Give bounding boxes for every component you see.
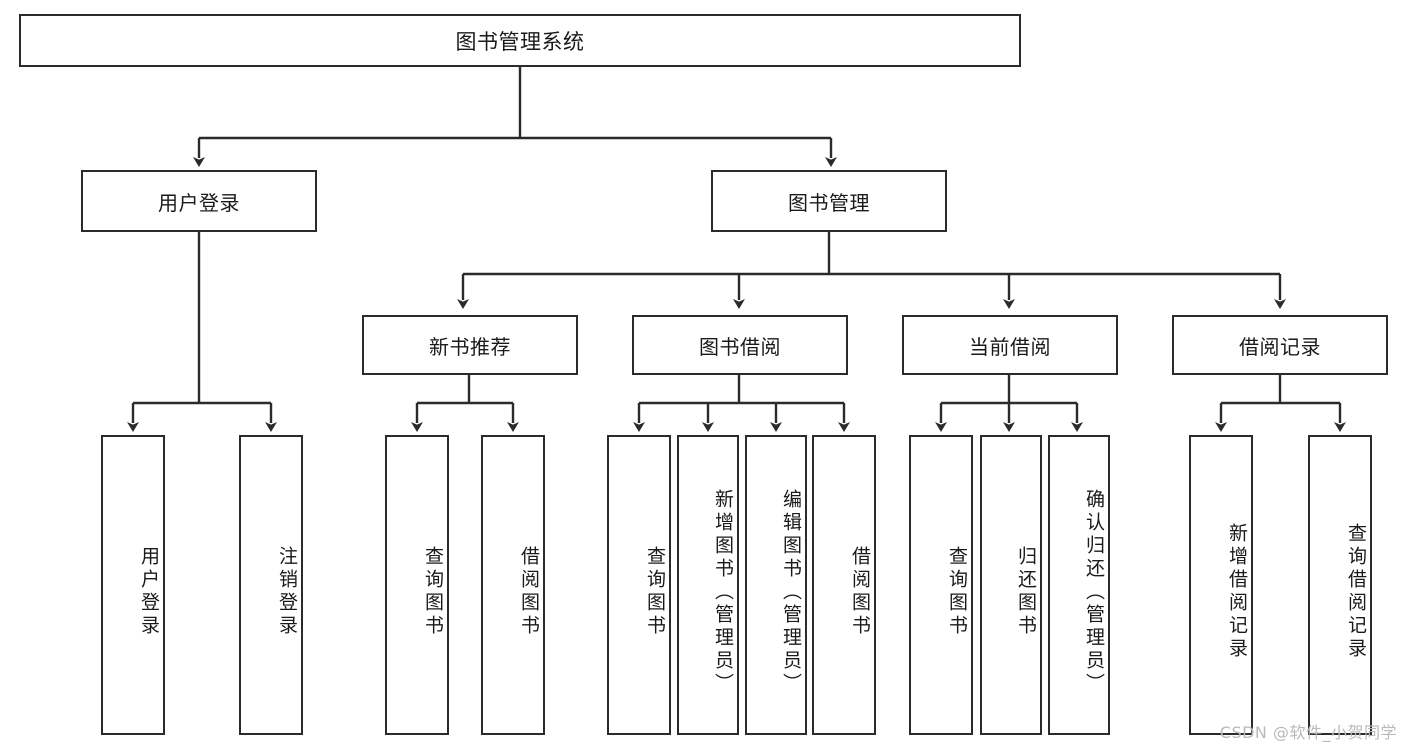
node-label: 图书管理系统 bbox=[455, 29, 585, 54]
leaf-recommend-borrow-book[interactable]: 借阅图书 bbox=[481, 435, 545, 735]
node-label: 新增借阅记录 bbox=[1226, 523, 1248, 661]
node-label: 归还图书 bbox=[1015, 546, 1037, 638]
node-label: 查询图书 bbox=[422, 546, 444, 638]
node-label: 新书推荐 bbox=[429, 334, 511, 359]
node-borrow-record[interactable]: 借阅记录 bbox=[1172, 315, 1388, 375]
node-label: 确认归还（管理员） bbox=[1083, 488, 1105, 696]
node-label: 用户登录 bbox=[138, 546, 160, 638]
leaf-record-add-record[interactable]: 新增借阅记录 bbox=[1189, 435, 1253, 735]
leaf-current-return-book[interactable]: 归还图书 bbox=[980, 435, 1042, 735]
node-user-login[interactable]: 用户登录 bbox=[81, 170, 317, 232]
node-current-borrow[interactable]: 当前借阅 bbox=[902, 315, 1118, 375]
node-label: 编辑图书（管理员） bbox=[780, 488, 802, 696]
leaf-borrow-query-book[interactable]: 查询图书 bbox=[607, 435, 671, 735]
leaf-record-query-record[interactable]: 查询借阅记录 bbox=[1308, 435, 1372, 735]
node-root-system[interactable]: 图书管理系统 bbox=[19, 14, 1021, 67]
node-label: 当前借阅 bbox=[969, 334, 1051, 359]
node-new-book-recommend[interactable]: 新书推荐 bbox=[362, 315, 578, 375]
node-label: 新增图书（管理员） bbox=[712, 488, 734, 696]
node-label: 借阅图书 bbox=[518, 546, 540, 638]
node-label: 查询图书 bbox=[946, 546, 968, 638]
watermark-text: CSDN @软件_小贺同学 bbox=[1219, 723, 1397, 742]
node-label: 图书管理 bbox=[788, 190, 870, 215]
leaf-user-login-login[interactable]: 用户登录 bbox=[101, 435, 165, 735]
node-label: 查询借阅记录 bbox=[1345, 523, 1367, 661]
node-label: 图书借阅 bbox=[699, 334, 781, 359]
node-book-borrow[interactable]: 图书借阅 bbox=[632, 315, 848, 375]
node-label: 借阅记录 bbox=[1239, 334, 1321, 359]
node-label: 注销登录 bbox=[276, 546, 298, 638]
leaf-borrow-edit-book-admin[interactable]: 编辑图书（管理员） bbox=[745, 435, 807, 735]
leaf-current-confirm-return-admin[interactable]: 确认归还（管理员） bbox=[1048, 435, 1110, 735]
leaf-borrow-add-book-admin[interactable]: 新增图书（管理员） bbox=[677, 435, 739, 735]
leaf-current-query-book[interactable]: 查询图书 bbox=[909, 435, 973, 735]
node-label: 用户登录 bbox=[158, 190, 240, 215]
leaf-user-login-logout[interactable]: 注销登录 bbox=[239, 435, 303, 735]
leaf-borrow-borrow-book[interactable]: 借阅图书 bbox=[812, 435, 876, 735]
leaf-recommend-query-book[interactable]: 查询图书 bbox=[385, 435, 449, 735]
node-book-management[interactable]: 图书管理 bbox=[711, 170, 947, 232]
node-label: 查询图书 bbox=[644, 546, 666, 638]
node-label: 借阅图书 bbox=[849, 546, 871, 638]
